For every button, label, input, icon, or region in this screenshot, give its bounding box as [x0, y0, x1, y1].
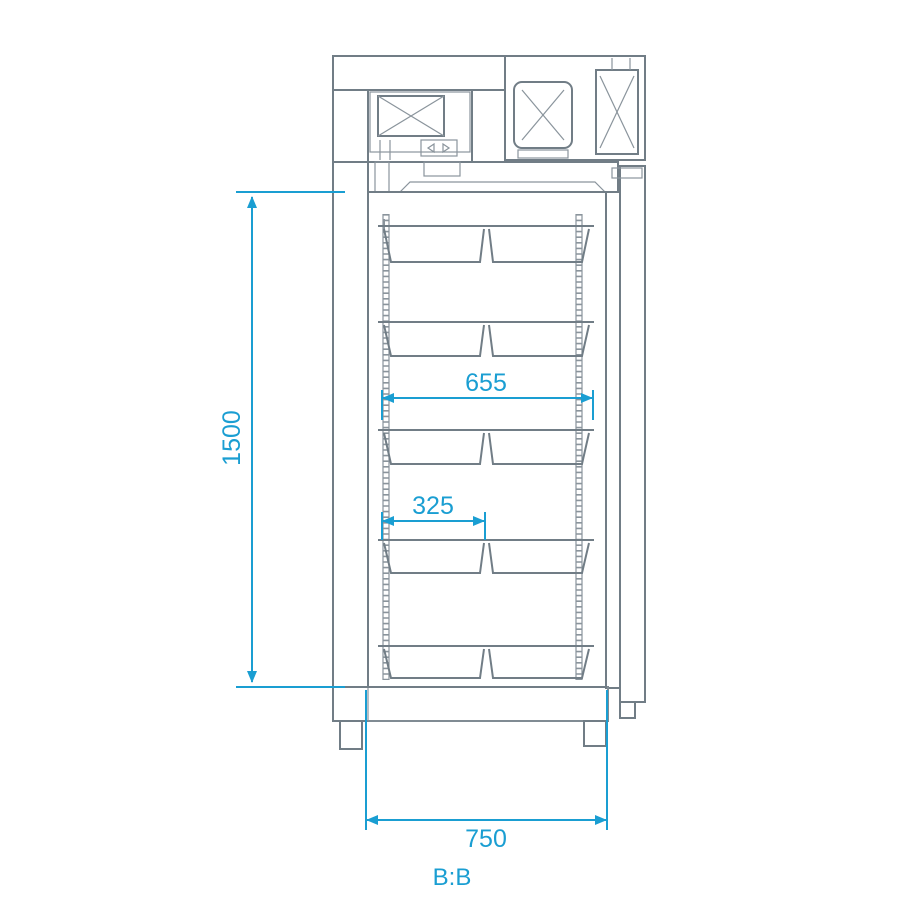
left-foot	[339, 720, 363, 750]
interior-chamber	[367, 191, 607, 688]
inner-width-dimension: 655	[381, 369, 594, 420]
tray-level-3	[378, 429, 594, 465]
right-rack	[575, 214, 583, 680]
tray-level-4	[378, 539, 594, 574]
fan-box	[513, 81, 573, 159]
section-label: B:B	[433, 864, 472, 891]
height-dimension-label: 1500	[218, 410, 246, 466]
machine-compartment	[332, 55, 646, 163]
top-insulation	[367, 161, 619, 193]
inner-width-dimension-label: 655	[465, 369, 507, 397]
condenser-unit	[369, 91, 471, 160]
tray-level-2	[378, 321, 594, 357]
tray-level-1	[378, 225, 594, 263]
tray-width-dimension-label: 325	[412, 492, 454, 520]
outer-width-dimension: 750	[365, 690, 608, 853]
door	[605, 165, 646, 719]
evaporator-unit	[595, 58, 639, 155]
tray-width-dimension: 325	[381, 492, 486, 540]
height-dimension: 1500	[218, 191, 345, 688]
left-wall	[332, 161, 369, 688]
outer-width-dimension-label: 750	[465, 825, 507, 853]
bottom-insulation	[332, 686, 609, 722]
right-foot	[583, 720, 607, 747]
tray-level-5	[378, 645, 594, 679]
